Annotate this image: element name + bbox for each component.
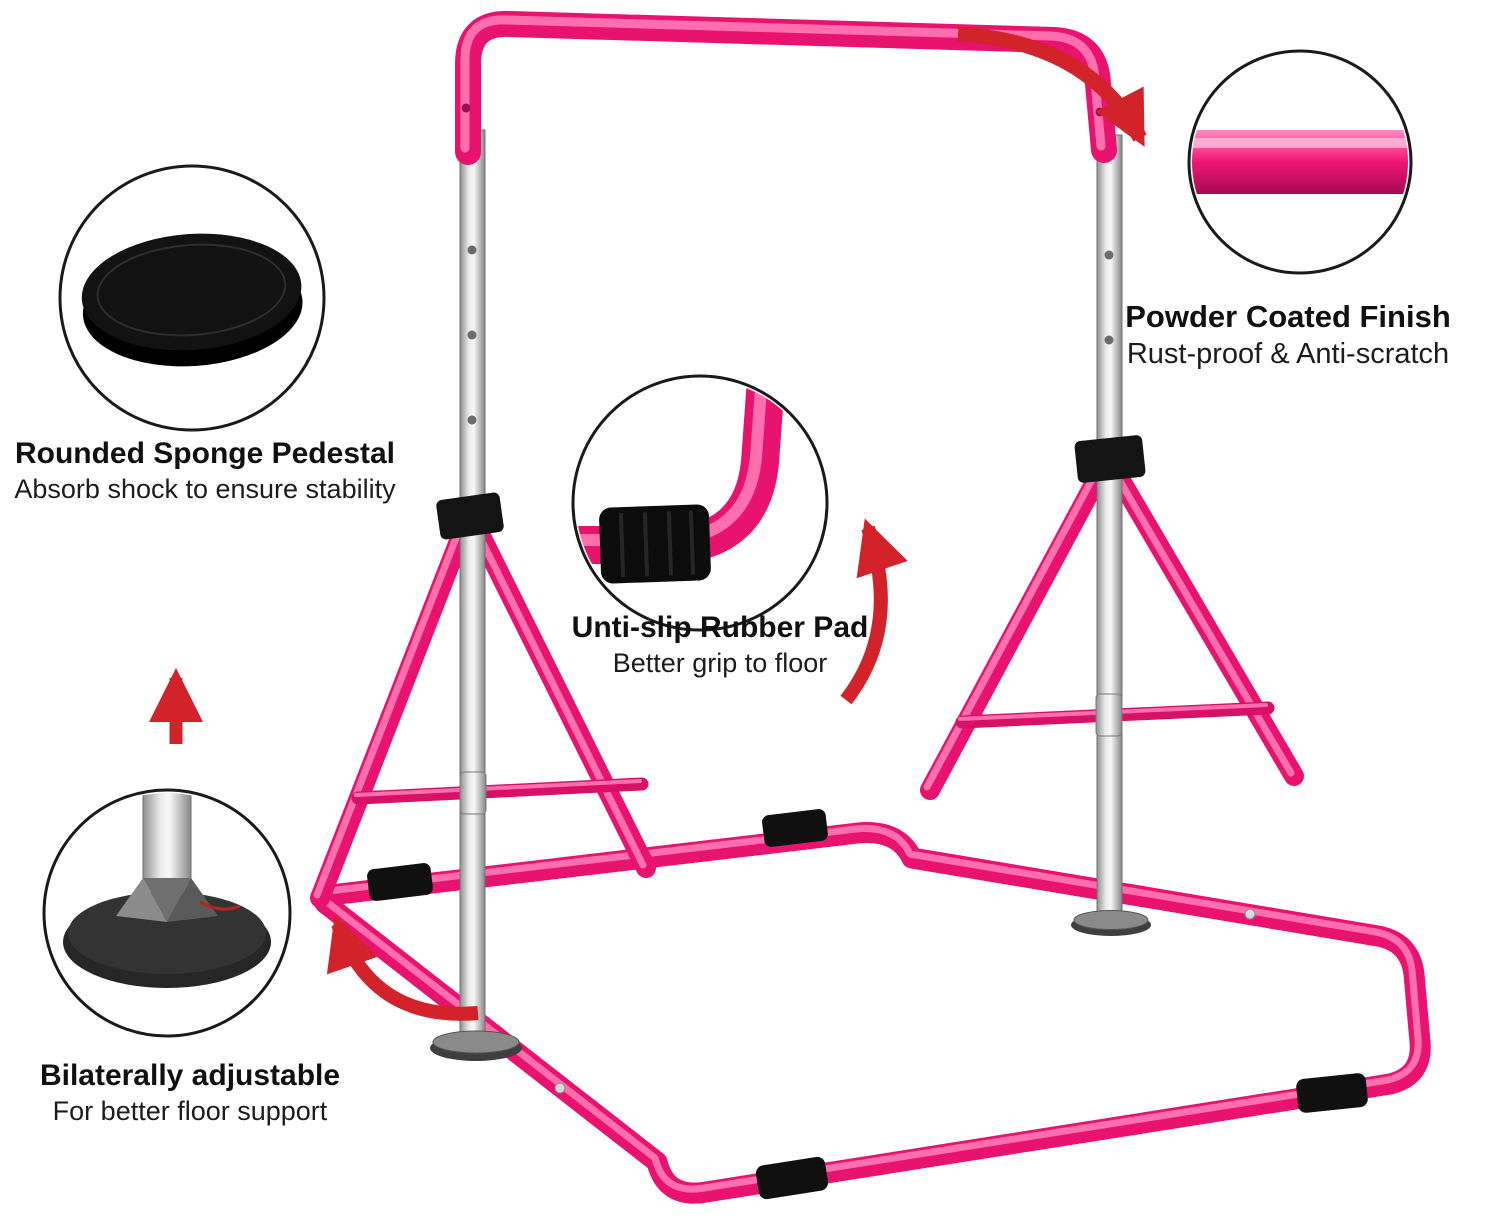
adjustable-subtitle: For better floor support xyxy=(52,1095,328,1126)
powder-coat-subtitle: Rust-proof & Anti-scratch xyxy=(1126,337,1450,370)
callout-pedestal-text: Rounded Sponge Pedestal Absorb shock to … xyxy=(0,436,415,506)
rubber-pad-subtitle: Better grip to floor xyxy=(612,647,828,678)
adjustable-foot-photo xyxy=(63,793,271,988)
bar-lock-pin xyxy=(461,103,471,113)
callout-adjustable-text: Bilaterally adjustable For better floor … xyxy=(0,1058,385,1128)
callout-circle-rubber-pad xyxy=(571,374,829,632)
rubber-pads xyxy=(367,809,1368,1200)
right-crossbar-coupler xyxy=(1095,693,1123,737)
pedestal-title: Rounded Sponge Pedestal xyxy=(14,437,396,470)
frame-screw xyxy=(1244,908,1256,920)
arrow-to-floor-corner xyxy=(326,914,479,1021)
gymnastics-bar-illustration xyxy=(317,20,1420,1200)
rubber-pad-photo xyxy=(574,375,766,584)
frame-screw xyxy=(554,1082,566,1094)
pedestal-subtitle: Absorb shock to ensure stability xyxy=(14,473,396,504)
adjustable-title: Bilaterally adjustable xyxy=(39,1059,341,1092)
right-adjustable-pole xyxy=(1071,134,1151,936)
callout-rubber-pad-text: Unti-slip Rubber Pad Better grip to floo… xyxy=(500,610,940,680)
callout-circle-adjustable xyxy=(42,788,292,1038)
sponge-pedestal-photo xyxy=(81,233,303,367)
callout-circle-pedestal xyxy=(58,164,326,432)
annotation-arrows xyxy=(149,26,1147,1021)
callout-powder-coat-text: Powder Coated Finish Rust-proof & Anti-s… xyxy=(1088,298,1485,372)
right-folding-clamp xyxy=(1074,435,1146,483)
coated-bar-photo xyxy=(1192,130,1408,194)
callout-circle-powder-coat xyxy=(1187,49,1413,275)
rubber-pad-title: Unti-slip Rubber Pad xyxy=(571,611,869,644)
left-folding-clamp xyxy=(436,492,504,540)
left-adjustable-pole xyxy=(430,129,522,1061)
bar-lock-pin xyxy=(1095,107,1105,117)
arrow-to-rubber-pad xyxy=(840,518,908,705)
arrow-to-powder-coat xyxy=(957,26,1147,147)
left-crossbar-coupler xyxy=(459,771,487,815)
powder-coat-title: Powder Coated Finish xyxy=(1125,299,1451,334)
